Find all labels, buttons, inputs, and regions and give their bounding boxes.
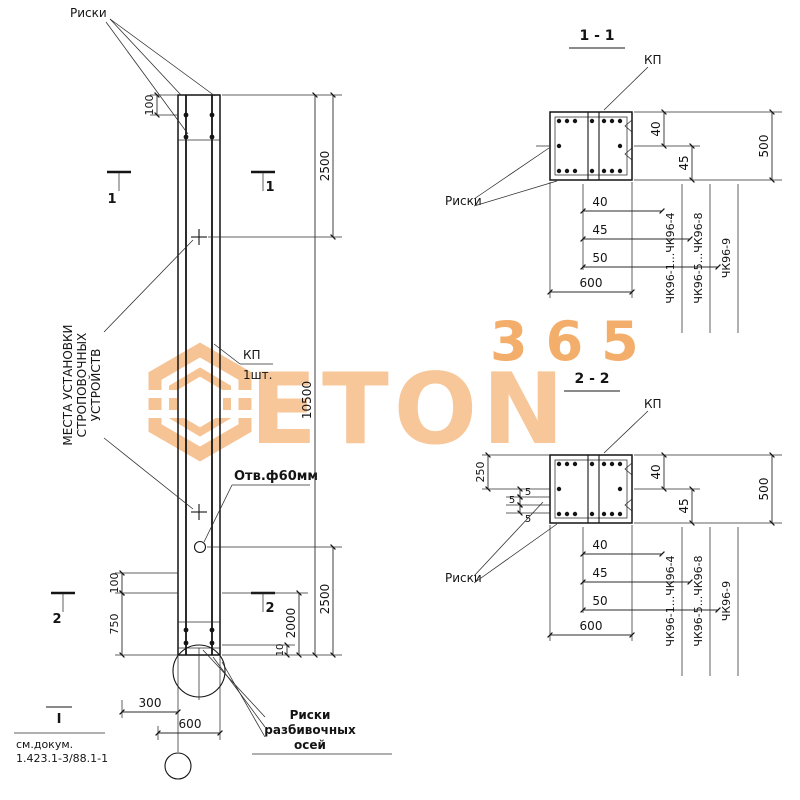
section-2-2-left-dimensions: 250 5 5 5 bbox=[474, 452, 550, 525]
dim-left-100: 100 bbox=[108, 573, 121, 594]
variant-row-value: 50 bbox=[592, 594, 607, 608]
section-2-2-view: 2 - 2 КП 250 5 bbox=[445, 371, 782, 676]
section-1-1-view: 1 - 1 КП Риски 4 bbox=[445, 28, 782, 333]
variant-series-label: ЧК96-9 bbox=[720, 581, 733, 621]
section-1-1-title-text: 1 - 1 bbox=[579, 28, 614, 44]
lifting-label-line2: СТРОПОВОЧНЫХ bbox=[75, 333, 89, 438]
section-2-2-riski-label: Риски bbox=[445, 571, 482, 585]
section-1-1-dimensions: 40 45 500 600 bbox=[547, 109, 782, 298]
axes-label-line1: Риски bbox=[290, 708, 331, 722]
section-1-1-dim-45: 45 bbox=[677, 155, 691, 170]
axis-bubble bbox=[164, 752, 192, 780]
variant-row-value: 45 bbox=[592, 223, 607, 237]
hole-circle bbox=[193, 540, 207, 554]
hole-callout: Отв.ф60мм bbox=[203, 469, 318, 543]
right-side-dimensions: 10500 2500 2500 2000 10 bbox=[207, 92, 342, 658]
cut-1-label-left: 1 bbox=[107, 192, 116, 207]
section-2-2-dim-500: 500 bbox=[757, 478, 771, 501]
section-2-2-dim-45: 45 bbox=[677, 498, 691, 513]
lifting-point-mark-lower bbox=[191, 504, 207, 520]
section-1-1-variant-table: 40 45 50 ЧК96-1...ЧК96-4 ЧК96-5...ЧК96-8… bbox=[580, 184, 739, 333]
variant-row-value: 40 bbox=[592, 195, 607, 209]
section-2-2-dim-250: 250 bbox=[474, 462, 487, 483]
section-2-2-kp-label: КП bbox=[644, 397, 662, 411]
axes-label-line3: осей bbox=[294, 738, 326, 752]
cut-2-label-right: 2 bbox=[265, 601, 274, 616]
datum-mark: I bbox=[46, 706, 72, 727]
datum-label: I bbox=[57, 712, 62, 727]
section-2-2-dim-5: 5 bbox=[525, 514, 531, 525]
dim-base-600: 600 bbox=[179, 717, 202, 731]
dim-top-2500: 2500 bbox=[318, 151, 332, 182]
variant-series-label: ЧК96-5...ЧК96-8 bbox=[692, 212, 705, 303]
section-2-2-variant-table: 40 45 50 ЧК96-1...ЧК96-4 ЧК96-5...ЧК96-8… bbox=[580, 527, 739, 676]
dim-bottom-2500: 2500 bbox=[318, 584, 332, 615]
section-cut-1-marks: 1 1 bbox=[107, 170, 275, 207]
variant-row-value: 45 bbox=[592, 566, 607, 580]
lifting-label-line3: УСТРОЙСТВ bbox=[88, 349, 103, 422]
riski-top-label: Риски bbox=[70, 6, 107, 20]
document-reference: см.докум. 1.423.1-3/88.1-1 bbox=[14, 732, 108, 765]
watermark: 365 ETON bbox=[146, 310, 657, 467]
variant-series-label: ЧК96-1...ЧК96-4 bbox=[664, 212, 677, 303]
variant-series-label: ЧК96-5...ЧК96-8 bbox=[692, 555, 705, 646]
doc-ref-line1: см.докум. bbox=[16, 738, 73, 751]
watermark-brand: ETON bbox=[250, 353, 569, 467]
left-side-dimensions: 100 100 750 bbox=[108, 92, 178, 658]
section-2-2-dim-40: 40 bbox=[649, 464, 663, 479]
cut-2-label-left: 2 bbox=[52, 612, 61, 627]
lifting-point-mark-upper bbox=[191, 229, 207, 245]
section-1-1-dim-500: 500 bbox=[757, 135, 771, 158]
section-2-2-dim-5: 5 bbox=[525, 487, 531, 498]
lifting-label-line1: МЕСТА УСТАНОВКИ bbox=[61, 324, 75, 445]
hole-label: Отв.ф60мм bbox=[234, 469, 318, 484]
column-body bbox=[172, 94, 226, 700]
section-2-2-title: 2 - 2 bbox=[564, 371, 620, 392]
base-dimensions: 300 600 bbox=[119, 655, 223, 780]
dim-bottom-10: 10 bbox=[275, 644, 286, 657]
column-elevation: Риски 1 1 2 2 МЕСТА УСТАНОВКИ СТРОПОВОЧН… bbox=[14, 6, 392, 780]
section-1-1-body bbox=[536, 111, 633, 181]
dim-top-100: 100 bbox=[143, 95, 156, 116]
section-1-1-dim-40: 40 bbox=[649, 121, 663, 136]
watermark-number: 365 bbox=[490, 310, 657, 373]
variant-row-value: 40 bbox=[592, 538, 607, 552]
dim-left-750: 750 bbox=[108, 614, 121, 635]
kp-qty: 1шт. bbox=[243, 368, 272, 382]
section-2-2-kp-callout: КП bbox=[603, 397, 662, 454]
section-2-2-title-text: 2 - 2 bbox=[574, 371, 609, 387]
section-1-1-kp-label: КП bbox=[644, 53, 662, 67]
axes-riski-callout: Риски разбивочных осей bbox=[202, 649, 392, 755]
section-1-1-riski-label: Риски bbox=[445, 194, 482, 208]
variant-series-label: ЧК96-9 bbox=[720, 238, 733, 278]
section-1-1-dim-600: 600 bbox=[580, 276, 603, 290]
dim-bottom-2000: 2000 bbox=[284, 608, 298, 639]
section-2-2-dimensions: 40 45 500 600 bbox=[547, 452, 782, 641]
kp-label: КП bbox=[243, 348, 261, 362]
variant-row-value: 50 bbox=[592, 251, 607, 265]
section-2-2-riski-callout: Риски bbox=[445, 501, 558, 585]
doc-ref-line2: 1.423.1-3/88.1-1 bbox=[16, 752, 108, 765]
dim-total-10500: 10500 bbox=[300, 381, 314, 419]
dim-base-300: 300 bbox=[139, 696, 162, 710]
section-1-1-riski-callout: Риски bbox=[445, 147, 558, 208]
section-1-1-kp-callout: КП bbox=[603, 53, 662, 111]
axes-label-line2: разбивочных bbox=[264, 723, 356, 737]
section-1-1-title: 1 - 1 bbox=[569, 28, 625, 49]
section-2-2-dim-5: 5 bbox=[509, 495, 515, 506]
watermark-hexagon-logo-icon bbox=[146, 342, 258, 462]
section-cut-2-marks: 2 2 bbox=[51, 591, 275, 627]
section-2-2-dim-600: 600 bbox=[580, 619, 603, 633]
kp-callout-elevation: КП 1шт. bbox=[213, 343, 273, 382]
cut-1-label-right: 1 bbox=[265, 180, 274, 195]
variant-series-label: ЧК96-1...ЧК96-4 bbox=[664, 555, 677, 646]
lifting-devices-callout: МЕСТА УСТАНОВКИ СТРОПОВОЧНЫХ УСТРОЙСТВ bbox=[61, 239, 194, 510]
